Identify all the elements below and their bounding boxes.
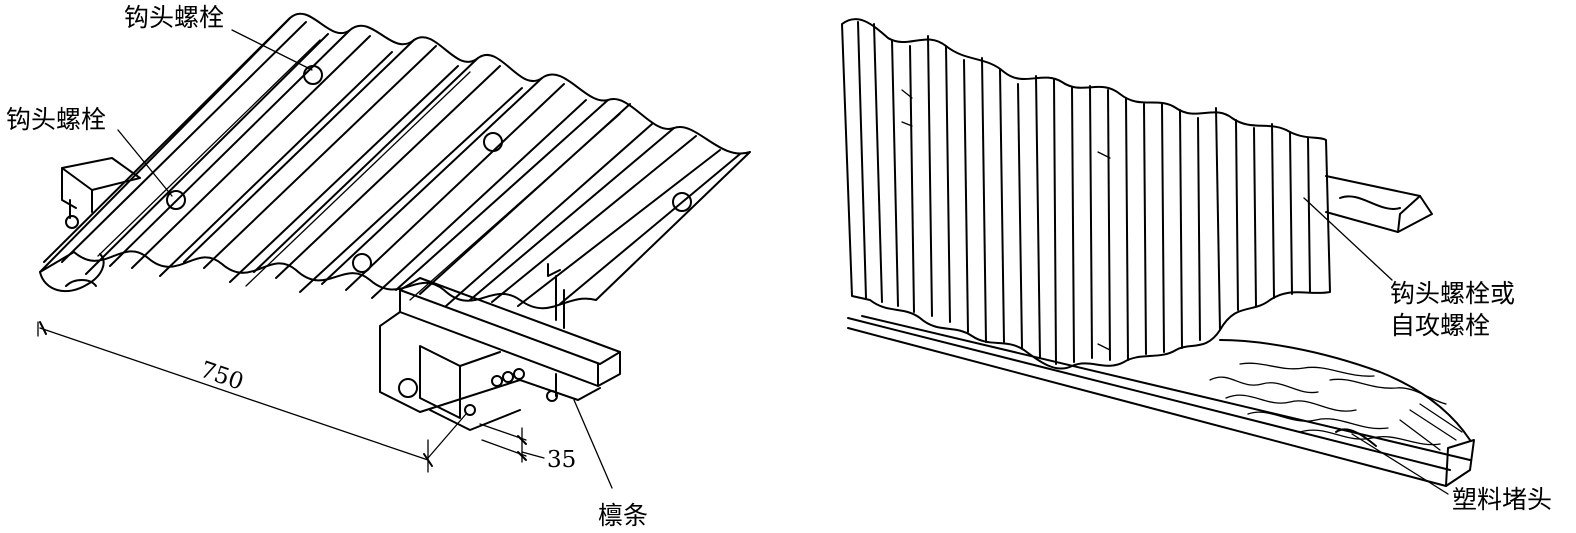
right-purlin	[379, 263, 621, 431]
dimension-35	[479, 423, 545, 463]
label-plastic-plug: 塑料堵头	[1452, 485, 1552, 514]
right-wall-sheet-drawing: 钩头螺栓或 自攻螺栓 塑料堵头	[841, 18, 1552, 514]
dimension-750	[37, 321, 467, 473]
right-corrugation-lines	[857, 21, 1311, 365]
left-roof-sheet-drawing: 钩头螺栓 钩头螺栓 750 35 檩条	[6, 3, 751, 530]
label-hook-bolt-left: 钩头螺栓	[6, 105, 106, 134]
label-bolt-line2: 自攻螺栓	[1390, 311, 1490, 340]
right-sheet-outline	[841, 18, 1331, 370]
label-bolt-line1: 钩头螺栓或	[1390, 279, 1515, 308]
label-hook-bolt-top: 钩头螺栓	[124, 3, 224, 32]
leader-purlin	[573, 399, 613, 489]
right-purlin-bar	[1325, 175, 1433, 233]
plastic-plug	[1209, 339, 1471, 451]
leader-hook-bolt-top	[231, 29, 313, 71]
left-purlin-end	[61, 157, 141, 229]
dimension-35-text: 35	[547, 447, 576, 473]
dimension-750-text: 750	[197, 357, 247, 396]
hook-bolt-heads	[166, 65, 692, 416]
leader-hook-bolt-left	[117, 129, 173, 197]
sheet-outline	[39, 12, 751, 310]
corrugation-lines	[43, 17, 741, 307]
leader-plastic-plug	[1351, 433, 1449, 495]
base-rail	[847, 315, 1475, 487]
leader-bolt	[1303, 197, 1393, 281]
label-purlin: 檩条	[598, 501, 648, 530]
